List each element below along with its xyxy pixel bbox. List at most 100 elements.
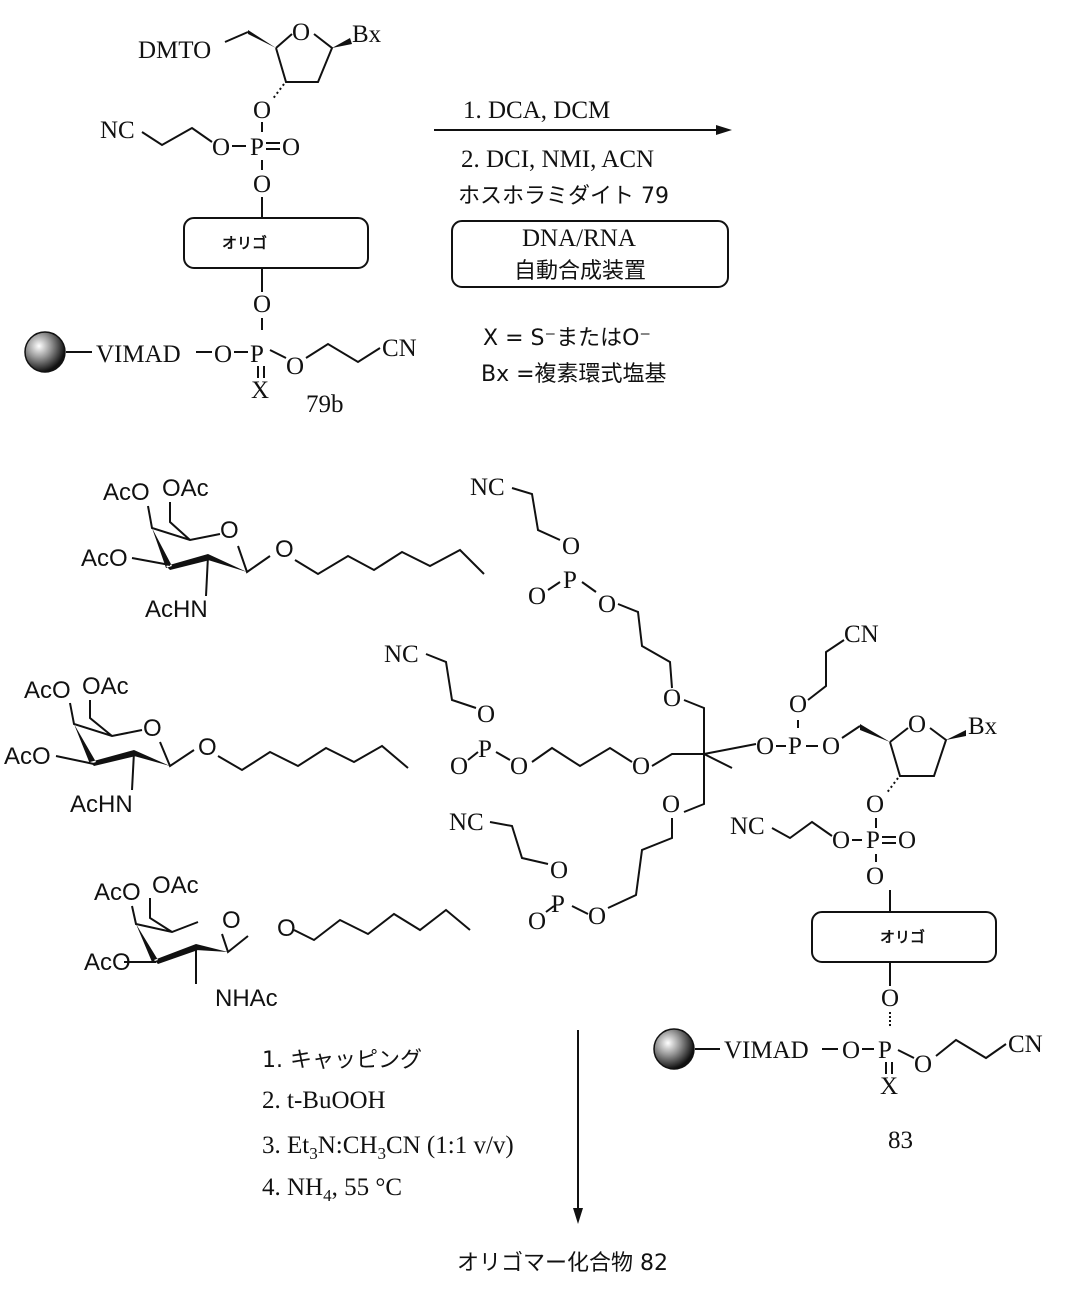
galnac-sugar-2: AcO OAc AcO AcHN O O	[4, 673, 408, 818]
step2-text: 2. DCI, NMI, ACN	[461, 146, 654, 173]
glycosidic-oxygen: O	[277, 915, 296, 942]
solid-support-bead	[654, 1029, 694, 1069]
dmt-label: DMTO	[138, 37, 211, 64]
o-label: O	[898, 827, 916, 854]
p-label: P	[478, 736, 492, 763]
support-label: VIMAD	[724, 1037, 809, 1064]
cyanoethyl-chain	[808, 640, 844, 700]
p-label: P	[866, 827, 880, 854]
o-label: O	[550, 857, 568, 884]
bold-ring-bonds	[136, 924, 228, 964]
aco-left: AcO	[81, 545, 128, 572]
amide: AcHN	[70, 791, 133, 818]
p-label: P	[551, 891, 565, 918]
o-label: O	[866, 863, 884, 890]
cyanoethyl-chain	[936, 1040, 1006, 1058]
reaction-conditions-1: 1. DCA, DCM 2. DCI, NMI, ACN ホスホラミダイト 79…	[434, 97, 732, 387]
oligo-label: オリゴ	[880, 928, 925, 946]
x-label: X	[251, 377, 269, 404]
o-support: O	[214, 341, 232, 368]
ring-oxygen: O	[222, 907, 241, 934]
wedge-bond	[860, 724, 890, 742]
cyanoethyl-chain	[772, 822, 832, 838]
nc-label: NC	[384, 641, 419, 668]
bond	[842, 726, 860, 738]
o-label: O	[562, 533, 580, 560]
cyanoethyl-chain	[490, 822, 548, 864]
phosphite-arm-3: NC O P O O O	[449, 791, 680, 935]
ring-oxygen: O	[908, 711, 926, 738]
compound-label-83: 83	[888, 1127, 913, 1154]
o-label: O	[528, 583, 546, 610]
compound-79b: DMTO O Bx O NC O P O O オリゴ O VIMAD O P X	[25, 19, 417, 418]
wedge-bond	[946, 730, 966, 740]
bond	[898, 1050, 914, 1058]
wedge-bond	[248, 30, 276, 48]
compound-label-79b: 79b	[306, 391, 344, 418]
cn-label: CN	[1008, 1031, 1043, 1058]
o-label: O	[881, 985, 899, 1012]
cyanoethyl-chain	[142, 128, 212, 145]
base-label: Bx	[968, 713, 998, 740]
sugar-ring-bonds	[56, 700, 194, 790]
aco-top: AcO	[94, 879, 141, 906]
double-bond	[266, 143, 280, 149]
o-label: O	[632, 753, 650, 780]
cyanoethyl-chain	[512, 488, 560, 540]
hexyl-linker	[295, 550, 484, 574]
glycosidic-oxygen: O	[198, 734, 217, 761]
amide: AcHN	[145, 596, 208, 623]
o-label: O	[662, 791, 680, 818]
o-label: O	[842, 1037, 860, 1064]
galnac-sugar-1: AcO OAc AcO AcHN O O	[81, 475, 484, 623]
aco-left: AcO	[4, 743, 51, 770]
cn-label: CN	[844, 621, 879, 648]
oac: OAc	[82, 673, 129, 700]
cyanoethyl-chain	[426, 654, 476, 708]
hexyl-linker	[218, 746, 408, 770]
cn-label: CN	[382, 335, 417, 362]
oac: OAc	[152, 872, 199, 899]
p-label: P	[563, 567, 577, 594]
o-label: O	[588, 903, 606, 930]
ring-oxygen: O	[292, 19, 310, 46]
o-label: O	[510, 753, 528, 780]
aco-top: AcO	[103, 479, 150, 506]
step2-text: 2. t-BuOOH	[262, 1087, 386, 1114]
ring-oxygen: O	[143, 715, 162, 742]
o-label: O	[450, 753, 468, 780]
hashed-bond	[886, 778, 898, 794]
aco-top: AcO	[24, 677, 71, 704]
reaction-conditions-2: 1. キャッピング 2. t-BuOOH 3. Et3N:CH3CN (1:1 …	[262, 1030, 668, 1276]
o-label: O	[477, 701, 495, 728]
phosphite-arm-1: NC O P O O	[470, 474, 672, 688]
nc-label: NC	[449, 809, 484, 836]
definition-bx: Bx =複素環式塩基	[481, 362, 667, 387]
step1-text: 1. DCA, DCM	[463, 97, 610, 124]
sugar-ring-bonds	[132, 502, 270, 596]
step1-text: 1. キャッピング	[262, 1048, 422, 1073]
amide: NHAc	[215, 985, 278, 1012]
instrument-line1: DNA/RNA	[522, 225, 636, 252]
phosphorus: P	[250, 134, 264, 161]
double-bond	[882, 837, 896, 843]
p-label: P	[788, 733, 802, 760]
step3-text: 3. Et3N:CH3CN (1:1 v/v)	[262, 1132, 514, 1163]
definition-x: X = S⁻またはO⁻	[483, 326, 651, 351]
nc-label: NC	[470, 474, 505, 501]
o-label: O	[663, 685, 681, 712]
wedge-bond	[332, 38, 352, 48]
o-label: O	[598, 591, 616, 618]
pentaerythritol-core: O O P O CN O	[652, 621, 879, 812]
solid-support-bead	[25, 332, 65, 372]
base-label: Bx	[352, 21, 382, 48]
reagent-text: ホスホラミダイト 79	[458, 184, 669, 209]
o-label: O	[822, 733, 840, 760]
step4-text: 4. NH4, 55 °C	[262, 1174, 402, 1205]
final-product-label: オリゴマー化合物 82	[457, 1251, 668, 1276]
p-o-left: O	[212, 134, 230, 161]
oligo-box	[184, 218, 368, 268]
oligo-label: オリゴ	[222, 234, 267, 252]
o-label: O	[832, 827, 850, 854]
